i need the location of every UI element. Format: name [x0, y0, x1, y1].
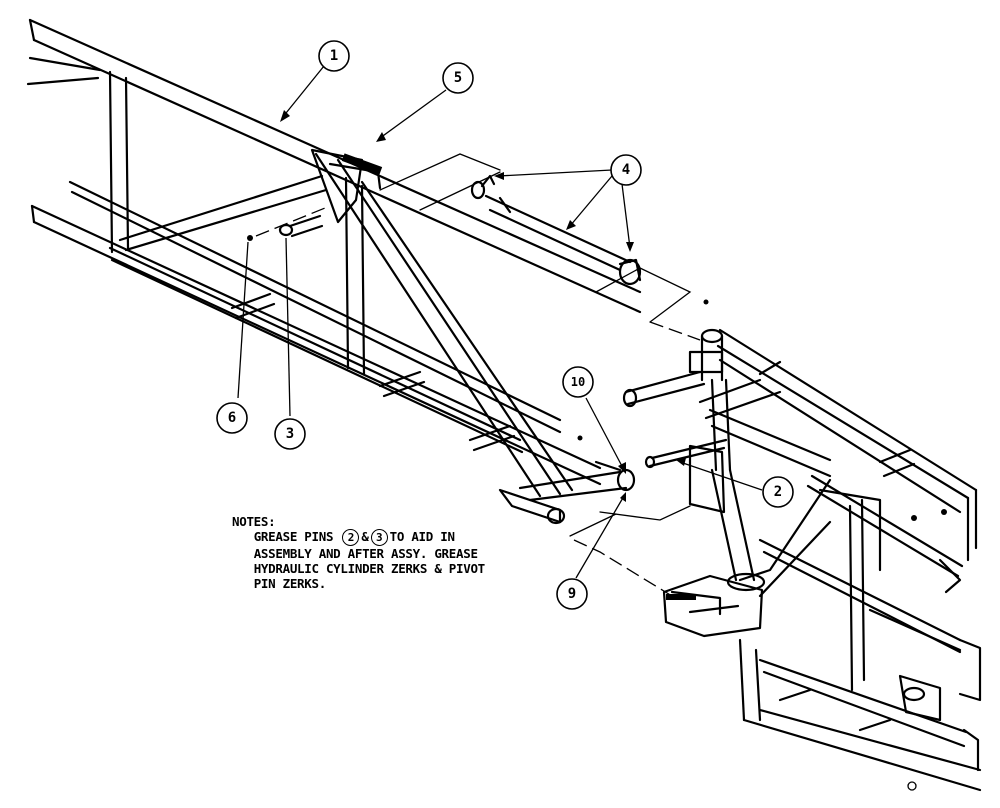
hydraulic-cylinder	[379, 153, 692, 323]
notes-line-4: PIN ZERKS.	[232, 576, 485, 591]
callout-5-label: 5	[454, 70, 462, 86]
notes-line-2-text: ASSEMBLY AND AFTER ASSY. GREASE	[253, 546, 478, 561]
callout-6-label: 6	[228, 410, 236, 426]
callout-10-label: 10	[571, 375, 585, 389]
notes-line-3-text: HYDRAULIC CYLINDER ZERKS & PIVOT	[253, 561, 486, 576]
assembly-line-lower	[573, 539, 673, 597]
notes-line-4-text: PIN ZERKS.	[253, 576, 327, 591]
pivot-mast	[622, 328, 832, 638]
notes-ref-2: 2	[342, 529, 360, 546]
notes-line-3: HYDRAULIC CYLINDER ZERKS & PIVOT	[232, 561, 486, 576]
callout-4-label: 4	[622, 162, 630, 178]
lift-arm	[310, 148, 636, 525]
notes-heading: NOTES:	[232, 514, 276, 529]
callouts: 1 5 4 6 3 10 2	[216, 40, 794, 610]
right-frame	[577, 299, 982, 792]
pin-assembly-left	[247, 205, 331, 241]
callout-3-label: 3	[286, 426, 294, 442]
notes-line-2: ASSEMBLY AND AFTER ASSY. GREASE	[232, 546, 485, 561]
assembly-line-cylinder	[649, 321, 701, 341]
notes-line-1a: GREASE PINS	[253, 529, 334, 544]
notes-amp: &	[361, 529, 369, 544]
callout-1-label: 1	[330, 48, 338, 64]
notes-line-1b: TO AID IN	[389, 529, 455, 544]
notes-ref-3: 3	[370, 529, 388, 546]
callout-9-label: 9	[568, 586, 576, 602]
boom-frame	[26, 18, 642, 486]
callout-2-label: 2	[774, 484, 782, 500]
